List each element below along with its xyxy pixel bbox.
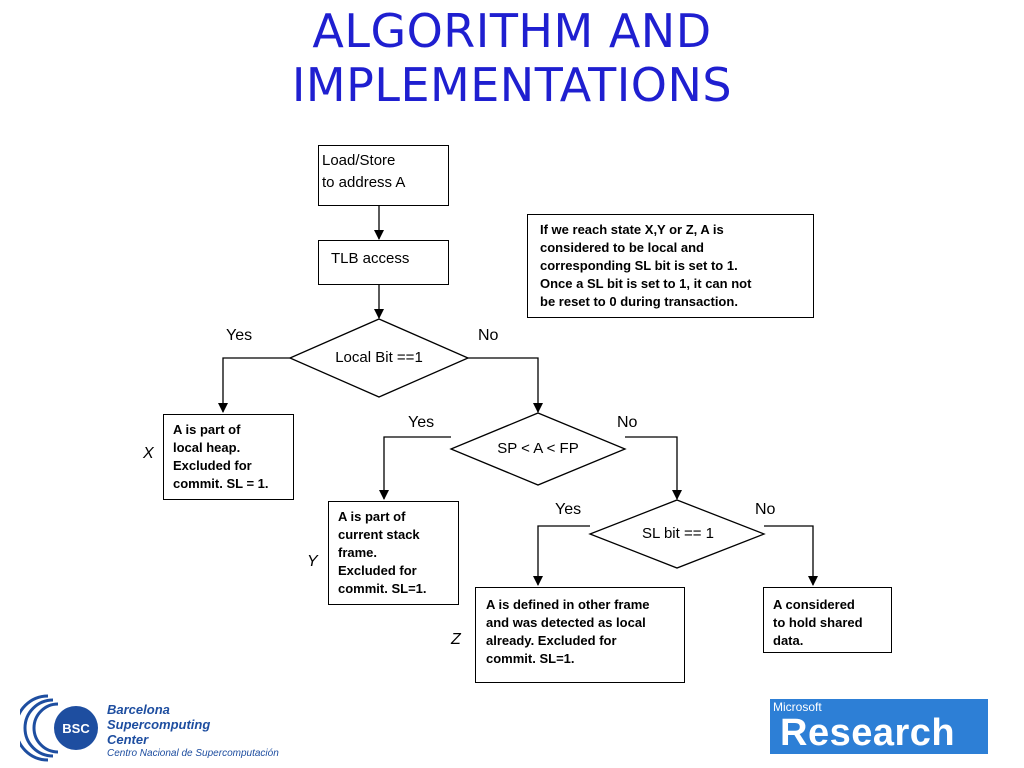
arrow-yes1-to-x	[218, 357, 290, 413]
yes-label-2: Yes	[408, 414, 435, 431]
decision-sl-bit-shape	[588, 499, 766, 569]
arrow-no3-to-shared	[764, 525, 818, 586]
arrow-no2-to-decision3	[625, 436, 682, 500]
decision-local-bit-text: Local Bit ==1	[335, 349, 423, 366]
research-logo-text: Research	[780, 712, 956, 754]
local-heap-box: A is part of local heap. Excluded for co…	[163, 414, 294, 500]
note-box: If we reach state X,Y or Z, A is conside…	[527, 214, 814, 318]
bsc-mark-text: BSC	[62, 721, 90, 736]
state-y-label: Y	[307, 553, 318, 570]
bsc-logo-icon: BSC	[20, 694, 98, 762]
slide-title: ALGORITHM AND IMPLEMENTATIONS	[0, 4, 1024, 112]
shared-data-box: A considered to hold shared data.	[763, 587, 892, 653]
yes-label-3: Yes	[555, 501, 582, 518]
no-label-3: No	[755, 501, 776, 518]
bsc-logo-text: Barcelona Supercomputing Center Centro N…	[107, 702, 279, 759]
decision-sp-fp-text: SP < A < FP	[497, 440, 579, 457]
microsoft-logo-text: Microsoft	[773, 700, 822, 714]
arrow-yes3-to-z	[533, 525, 590, 586]
state-z-label: Z	[451, 631, 461, 648]
other-frame-box: A is defined in other frame and was dete…	[475, 587, 685, 683]
title-line-1: ALGORITHM AND	[312, 4, 712, 58]
decision-sl-bit-text: SL bit == 1	[642, 525, 714, 542]
arrow-no1-to-decision2	[468, 357, 543, 413]
yes-label-1: Yes	[226, 327, 253, 344]
no-label-2: No	[617, 414, 638, 431]
state-x-label: X	[143, 445, 154, 462]
stack-frame-box: A is part of current stack frame. Exclud…	[328, 501, 459, 605]
tlb-access-box: TLB access	[318, 240, 449, 285]
title-line-2: IMPLEMENTATIONS	[291, 58, 733, 112]
microsoft-research-logo: Microsoft Research	[770, 699, 988, 754]
no-label-1: No	[478, 327, 499, 344]
decision-local-bit-shape	[288, 318, 470, 398]
load-store-box: Load/Store to address A	[318, 145, 449, 206]
arrow-yes2-to-y	[379, 436, 451, 500]
decision-sp-fp-shape	[449, 412, 627, 486]
